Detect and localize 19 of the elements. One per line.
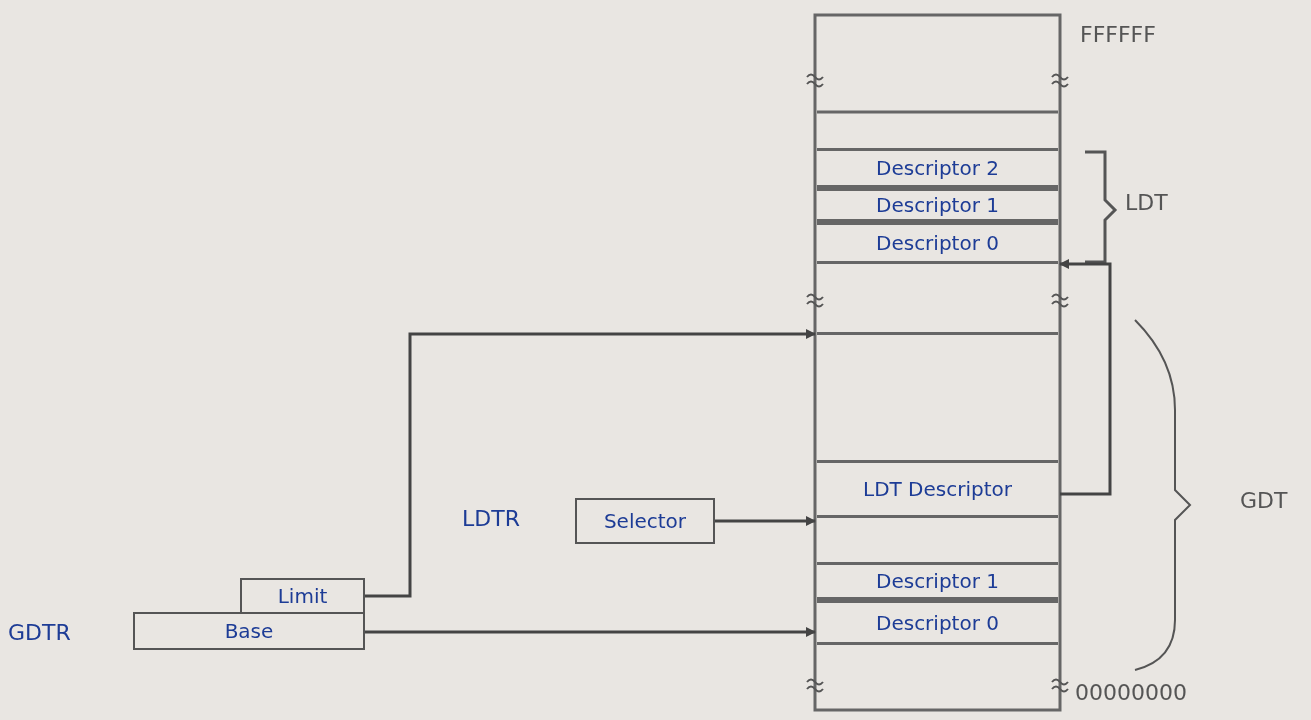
memory-cell: Descriptor 1 [817,188,1058,222]
arrow [365,329,816,598]
table-label: LDT [1125,190,1168,215]
register-field: Base [133,612,365,650]
register-name: LDTR [462,506,520,531]
memory-cell: Descriptor 0 [817,600,1058,645]
register-field: Limit [240,578,365,614]
memory-cell: LDT Descriptor [817,460,1058,518]
address-label: FFFFFF [1080,22,1156,47]
address-label: 00000000 [1075,680,1187,705]
register-name: GDTR [8,620,71,645]
arrow [365,627,816,637]
arrow [715,516,816,526]
memory-cell: Descriptor 1 [817,562,1058,600]
table-label: GDT [1240,488,1288,513]
memory-cell: Descriptor 0 [817,222,1058,264]
register-field: Selector [575,498,715,544]
memory-cell: Descriptor 2 [817,148,1058,188]
arrow [1059,259,1112,496]
